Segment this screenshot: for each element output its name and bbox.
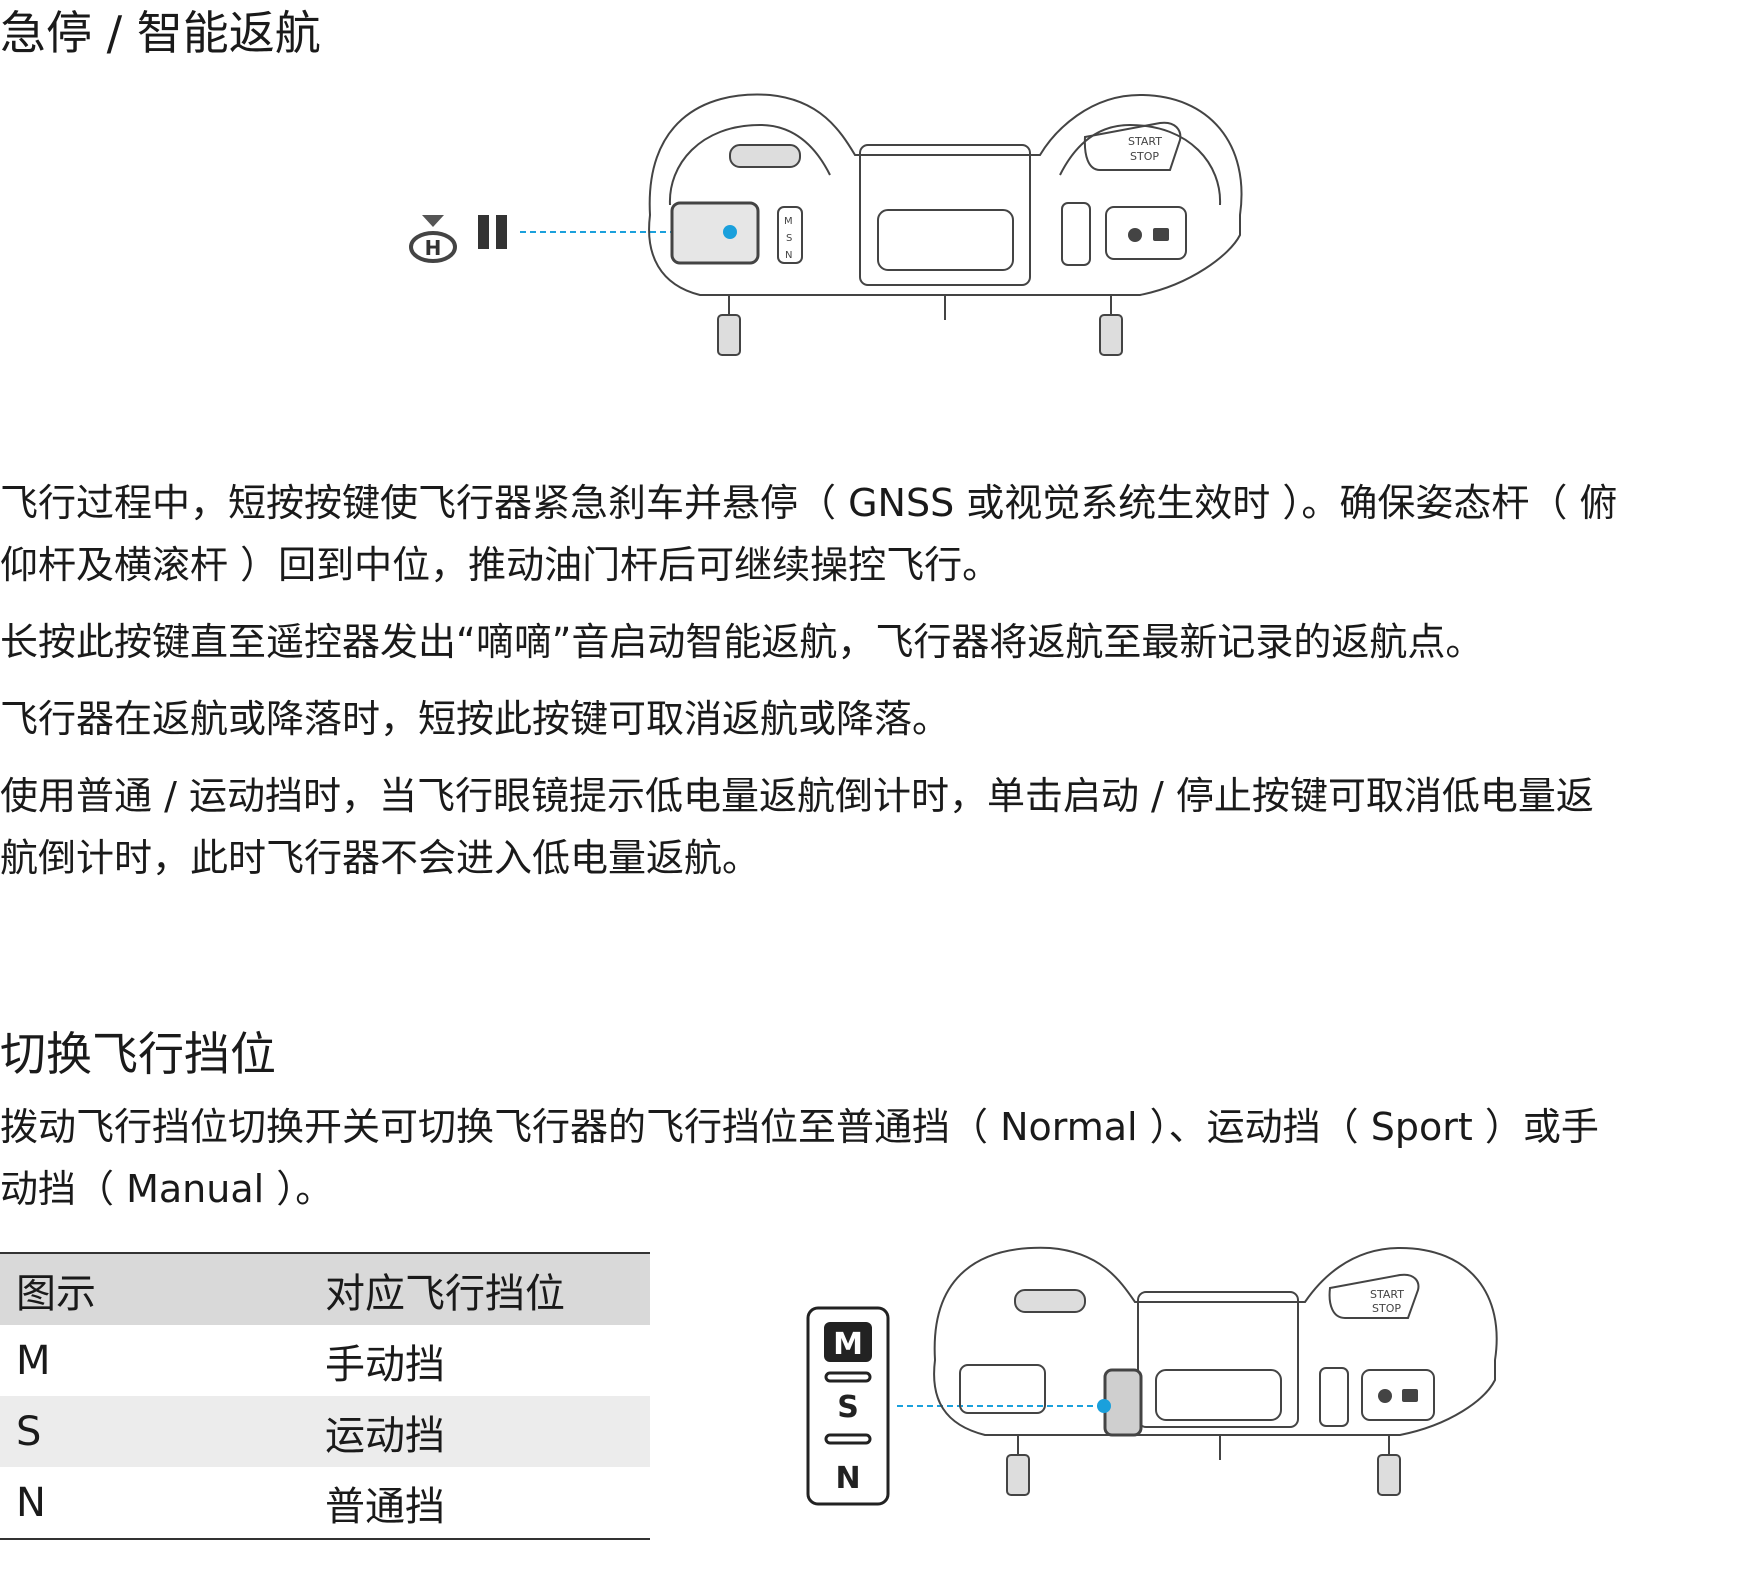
- table-header-icon: 图示: [0, 1252, 325, 1325]
- record-icon: [1128, 228, 1142, 242]
- stop-label: STOP: [1372, 1302, 1401, 1315]
- section-title-emergency-stop: 急停 / 智能返航: [0, 6, 321, 60]
- table-cell-mode: 手动挡: [325, 1341, 445, 1388]
- paragraph-3: 飞行器在返航或降落时，短按此按键可取消返航或降落。: [0, 697, 951, 741]
- rth-icon: H: [409, 215, 457, 263]
- paragraph-2: 长按此按键直至遥控器发出“嘀嘀”音启动智能返航，飞行器将返航至最新记录的返航点。: [0, 620, 1484, 664]
- stop-label: STOP: [1130, 150, 1159, 163]
- paragraph-5a: 拨动飞行挡位切换开关可切换飞行器的飞行挡位至普通挡（ Normal ）、运动挡（…: [0, 1105, 1599, 1149]
- table-row: S 运动挡: [0, 1396, 650, 1467]
- switch-letter-m: M: [784, 216, 793, 227]
- flight-mode-table: 图示 对应飞行挡位 M 手动挡 S 运动挡 N 普通挡: [0, 1252, 650, 1540]
- mode-letter-n: N: [835, 1461, 860, 1496]
- table-header-mode: 对应飞行挡位: [325, 1252, 650, 1325]
- paragraph-4b: 航倒计时，此时飞行器不会进入低电量返航。: [0, 836, 761, 880]
- table-cell-mode: 普通挡: [325, 1467, 650, 1540]
- mode-letter-m: M: [833, 1327, 863, 1362]
- table-cell-icon: S: [0, 1396, 325, 1467]
- record-icon: [1378, 1389, 1392, 1403]
- mode-letter-s: S: [837, 1390, 859, 1425]
- controller-outline: [648, 93, 1243, 356]
- table-cell-icon: N: [0, 1467, 325, 1540]
- mode-switch-callout: M S N: [806, 1306, 890, 1506]
- controller-outline: [933, 1246, 1498, 1496]
- paragraph-1b: 仰杆及横滚杆 ）回到中位，推动油门杆后可继续操控飞行。: [0, 543, 1001, 587]
- table-row: N 普通挡: [0, 1467, 650, 1540]
- switch-letter-n: N: [785, 250, 792, 261]
- pause-icon: [478, 215, 507, 249]
- camera-icon: [1402, 1389, 1418, 1402]
- table-row: M 手动挡: [0, 1325, 650, 1396]
- camera-icon: [1153, 228, 1169, 241]
- controller-figure-mode-switch: M S N START STOP: [806, 1246, 1498, 1506]
- section-title-flight-mode: 切换飞行挡位: [0, 1027, 276, 1081]
- table-cell-icon: M: [16, 1337, 51, 1384]
- svg-text:H: H: [425, 236, 442, 260]
- table-cell-mode: 运动挡: [325, 1396, 650, 1467]
- paragraph-4a: 使用普通 / 运动挡时，当飞行眼镜提示低电量返航倒计时，单击启动 / 停止按键可…: [0, 774, 1594, 818]
- start-label: START: [1128, 135, 1162, 148]
- switch-letter-s: S: [786, 233, 792, 244]
- callout-dot: [1097, 1399, 1111, 1413]
- callout-dot: [723, 225, 737, 239]
- controller-figure-rth: H START STOP M S N: [409, 93, 1243, 356]
- paragraph-1a: 飞行过程中，短按按键使飞行器紧急刹车并悬停（ GNSS 或视觉系统生效时 ）。确…: [0, 481, 1618, 525]
- paragraph-5b: 动挡（ Manual ）。: [0, 1167, 334, 1211]
- table-header-row: 图示 对应飞行挡位: [0, 1252, 650, 1325]
- start-label: START: [1370, 1288, 1404, 1301]
